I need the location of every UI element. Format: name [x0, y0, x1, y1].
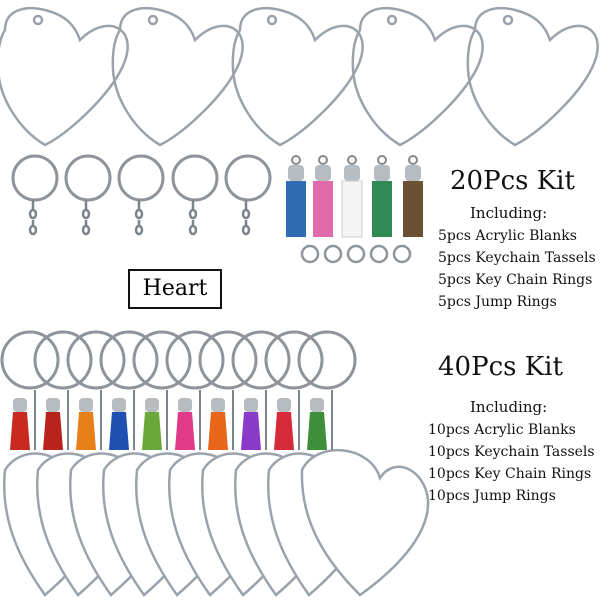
- key-chain-rings: [11, 154, 272, 202]
- keychain-tassels-bottom: [10, 398, 327, 450]
- acrylic-heart: [466, 6, 599, 147]
- tassel: [208, 398, 228, 450]
- kit20-title: 20Pcs Kit: [450, 166, 575, 196]
- kit40-title: 40Pcs Kit: [438, 352, 563, 382]
- kit20-item: 5pcs Key Chain Rings: [438, 272, 593, 288]
- tassel: [241, 398, 261, 450]
- tassel: [274, 398, 294, 450]
- acrylic-heart: [0, 6, 129, 147]
- keychain-tassels-top: [286, 155, 423, 238]
- tassel: [43, 398, 63, 450]
- tassel: [175, 398, 195, 450]
- kit40-item: 10pcs Key Chain Rings: [428, 466, 592, 482]
- chains: [28, 200, 251, 236]
- acrylic-heart: [111, 6, 244, 147]
- heart-label: Heart: [128, 269, 222, 309]
- kit20-item: 5pcs Keychain Tassels: [438, 250, 596, 266]
- acrylic-blanks-top: [0, 6, 599, 147]
- key-chain-rings-bottom: [0, 330, 357, 390]
- jump-rings: [300, 244, 412, 264]
- kit40-item: 10pcs Jump Rings: [428, 488, 556, 504]
- kit20-including: Including:: [470, 204, 548, 222]
- tassel: [109, 398, 129, 450]
- kit40-item: 10pcs Keychain Tassels: [428, 444, 595, 460]
- tassel: [307, 398, 327, 450]
- chains-bottom: [34, 390, 333, 450]
- tassel: [313, 155, 333, 237]
- tassel: [372, 155, 392, 237]
- tassel: [341, 155, 363, 238]
- tassel: [403, 155, 423, 237]
- tassel: [76, 398, 96, 450]
- kit20-item: 5pcs Jump Rings: [438, 294, 557, 310]
- tassel: [286, 155, 306, 237]
- acrylic-blanks-bottom: [3, 448, 430, 597]
- acrylic-heart: [351, 6, 484, 147]
- acrylic-heart: [231, 6, 364, 147]
- tassel: [142, 398, 162, 450]
- kit40-item: 10pcs Acrylic Blanks: [428, 422, 576, 438]
- tassel: [10, 398, 30, 450]
- kit20-item: 5pcs Acrylic Blanks: [438, 228, 577, 244]
- kit40-including: Including:: [470, 398, 548, 416]
